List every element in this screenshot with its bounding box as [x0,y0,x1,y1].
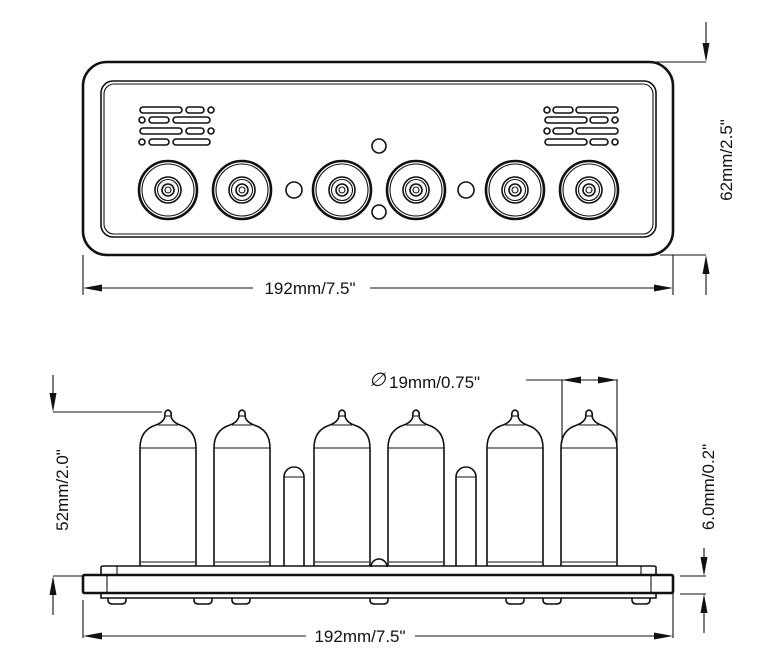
tube-socket [558,159,620,221]
base-board [81,565,675,599]
arrow-up-icon [49,576,57,595]
side-height-label: 52mm/2.0" [53,449,72,531]
side-view: 52mm/2.0" 192mm/7.5" ∅ 19mm/0.75" [49,370,718,646]
mount-hole [371,138,387,154]
vent-slot [552,106,574,114]
nixie-tube [139,409,197,566]
rubber-foot [193,598,213,605]
vent-dot [207,127,215,135]
tube-glass [486,409,544,566]
vent-slot [544,116,588,124]
side-width-dimension: 192mm/7.5" [82,593,674,646]
tube-socket [211,159,273,221]
vent-dot [543,106,551,114]
tube-socket [484,159,546,221]
vent-slot [139,106,183,114]
arrow-right-icon [654,284,673,292]
tube-socket [385,159,447,221]
vent-dot [611,138,619,146]
vent-slot [185,106,205,114]
nixie-tubes [139,409,618,566]
rubber-foot [107,598,127,605]
vent-slot [544,138,588,146]
vent-slot [148,138,170,146]
side-width-label: 192mm/7.5" [314,627,405,646]
board-thickness-label: 6.0mm/0.2" [699,444,718,530]
holes [285,138,475,220]
vent-grille-left [138,106,215,146]
diameter-symbol: ∅ [369,370,387,391]
top-height-dimension: 62mm/2.5" [652,22,736,295]
rubber-foot [369,598,389,605]
rubber-foot [542,598,562,605]
nixie-tube [387,409,445,566]
separator-tube [283,466,305,566]
board-thickness-dimension: 6.0mm/0.2" [680,444,718,633]
vent-grille-right [543,106,619,146]
vent-slot [172,138,211,146]
diameter-label: 19mm/0.75" [389,373,480,392]
side-height-dimension: 52mm/2.0" [49,375,162,615]
enclosure-outline [81,60,675,257]
rubber-foot [505,598,525,605]
tube-glass [313,409,371,566]
tube-glass [560,409,618,566]
tube-sockets [137,159,620,221]
top-width-label: 192mm/7.5" [264,279,355,298]
rubber-foot [231,598,251,605]
vent-dot [543,127,551,135]
tube-socket [137,159,199,221]
panel-outline [100,80,657,238]
diameter-dimension: ∅ 19mm/0.75" [369,370,618,443]
tube-glass [387,409,445,566]
separator-tube [455,466,477,566]
tube-glass [139,409,197,566]
arrow-left-icon [562,376,581,384]
separator-tubes [283,466,477,566]
tube-glass [213,409,271,566]
top-view: 192mm/7.5" 62mm/2.5" [81,22,736,298]
vent-dot [611,116,619,124]
vent-slot [589,138,609,146]
vent-dot [138,138,146,146]
tube-socket [311,159,373,221]
arrow-down-icon [702,43,710,62]
arrow-right-icon [654,632,673,640]
panel-inner-outline [103,83,654,235]
arrow-left-icon [83,284,102,292]
arrow-right-icon [598,376,617,384]
vent-slot [148,116,170,124]
rubber-feet [107,598,651,605]
vent-slot [552,127,574,135]
top-height-label: 62mm/2.5" [717,119,736,201]
vent-slot [589,116,609,124]
mount-hole [371,204,387,220]
nixie-tube [213,409,271,566]
separator-hole [285,181,303,199]
vent-slot [185,127,205,135]
vent-slot [575,127,619,135]
separator-hole [457,181,475,199]
rubber-foot [631,598,651,605]
arrow-up-icon [700,594,708,613]
nixie-tube [486,409,544,566]
arrow-down-icon [49,393,57,412]
top-width-dimension: 192mm/7.5" [82,255,674,298]
vent-dot [138,116,146,124]
vent-slot [172,116,211,124]
vent-slot [139,127,183,135]
nixie-tube [313,409,371,566]
vent-dot [207,106,215,114]
arrow-down-icon [700,557,708,576]
nixie-tube [560,409,618,566]
led-dome [370,558,388,568]
arrow-left-icon [83,632,102,640]
vent-slot [575,106,619,114]
arrow-up-icon [702,255,710,274]
